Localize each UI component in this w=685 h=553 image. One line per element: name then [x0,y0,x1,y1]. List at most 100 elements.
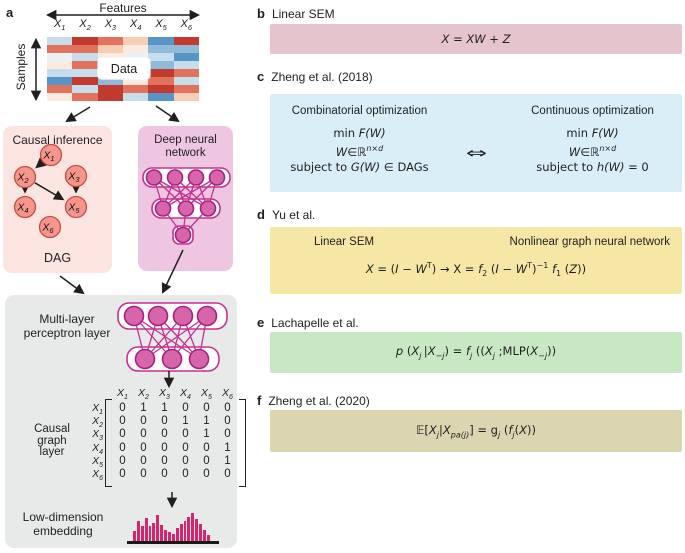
heatmap-cell [47,93,73,101]
samples-axis-label: Samples [14,43,28,91]
heatmap-cell [97,77,123,85]
panel-a-label: a [6,5,14,20]
heatmap-data-chip: Data [98,58,150,79]
matrix-cell: 0 [224,415,231,428]
panel-f-title: Zheng et al. (2020) [268,394,370,408]
panel-e-label: e [257,315,265,330]
matrix-side-label-line: graph [37,434,67,447]
heatmap-cell [47,53,73,61]
histogram-bar [152,523,156,541]
matrix-cell: 1 [203,428,210,441]
heatmap-cell [72,93,98,101]
heatmap-col-label: X5 [155,18,167,33]
dnn-network-diagram [142,167,231,245]
matrix-cell: 0 [182,402,189,414]
histogram-bar [175,528,179,541]
matrix-cell: 0 [182,467,189,480]
matrix-cell: 0 [161,441,168,454]
histogram-bar [156,515,160,541]
continuous-constraint-line: subject to h(W) = 0 [536,159,649,174]
histogram-bar [199,524,203,541]
heatmap-cell [123,37,149,45]
matrix-col-header: X4 [180,387,191,402]
matrix-cell: 0 [203,467,210,480]
heatmap-cell [97,93,123,101]
heatmap-cell [97,53,123,61]
combinatorial-min-line: min F(W) [333,126,386,140]
matrix-cell: 1 [224,441,231,454]
heatmap-cell [148,85,174,93]
continuous-domain-line: W∈ℝn×d [568,144,617,159]
heatmap-cell [173,85,199,93]
matrix-cell: 0 [119,428,126,441]
embedding-label-line1: Low-dimension [22,510,104,524]
heatmap-cell [72,85,98,93]
heatmap-col-label: X6 [180,18,193,33]
matrix-cell: 0 [119,454,126,467]
mlp-label-line1: Multi-layer [39,312,95,326]
causal-inference-title: Causal inference [12,133,103,147]
matrix-cell: 0 [161,415,168,428]
dnn-title-line1: Deep neural [154,134,217,146]
panel-d-right-header: Nonlinear graph neural network [509,236,670,248]
combinatorial-domain-line: W∈ℝn×d [335,144,384,159]
data-label: Data [110,61,138,76]
continuous-min-line: min F(W) [566,126,619,140]
heatmap-cell [123,53,149,61]
matrix-cell: 0 [140,428,147,441]
equivalence-symbol: ⇔ [465,143,487,162]
heatmap-col-label: X2 [79,18,91,33]
panel-d-equation: X = (I − WT) → X = f2 (I − WT)−1 f1 (Z)) [365,261,587,279]
heatmap-cell [123,85,149,93]
histogram-bar [136,521,140,541]
svg-text:X1: X1 [42,150,54,164]
svg-text:X6: X6 [41,222,54,236]
heatmap-cell [173,37,199,45]
heatmap-cell [148,93,174,101]
panel-e-equation: p (Xj |X−j) = fj ((Xj ;MLP(X−j)) [395,344,557,361]
matrix-cell: 0 [119,415,126,428]
heatmap-cell [97,45,123,53]
combinatorial-optimization-column: Combinatorial optimization min F(W) W∈ℝn… [270,105,449,175]
svg-text:X2: X2 [16,172,29,186]
matrix-right-bracket [239,399,246,487]
matrix-cell: 1 [140,402,147,414]
heatmap-cell [47,85,73,93]
matrix-cell: 0 [140,415,147,428]
matrix-cell: 1 [161,402,168,414]
matrix-cell: 0 [182,454,189,467]
matrix-col-header: X1 [117,387,128,402]
heatmap-cell [173,61,199,69]
matrix-cell: 0 [119,441,126,454]
histogram-bar [183,521,187,541]
heatmap-cell [72,37,98,45]
matrix-cell: 0 [161,454,168,467]
dnn-title-line2: network [165,147,206,159]
matrix-row-header: X1 [92,402,103,417]
heatmap-col-label: X1 [53,18,66,33]
matrix-col-header: X6 [222,387,233,402]
matrix-cell: 1 [224,454,231,467]
histogram-bar [187,517,191,541]
histogram-bar [179,524,183,541]
matrix-row-header: X2 [92,415,103,430]
heatmap-cell [173,53,199,61]
histogram-bar [206,535,210,541]
panel-f-label: f [257,393,262,408]
panel-d-title: Yu et al. [271,208,316,222]
panel-d-label: d [257,207,265,222]
histogram-bar [148,526,152,541]
features-axis-label: Features [99,1,147,15]
matrix-left-bracket [105,399,112,487]
svg-text:X5: X5 [67,202,80,216]
heatmap-cell [123,93,149,101]
combinatorial-constraint-line: subject to G(W) ∈ DAGs [290,159,429,174]
heatmap-cell [47,37,73,45]
heatmap-cell [148,77,174,85]
matrix-col-header: X5 [201,387,212,402]
panel-b-equation: X = XW + Z [441,32,511,46]
